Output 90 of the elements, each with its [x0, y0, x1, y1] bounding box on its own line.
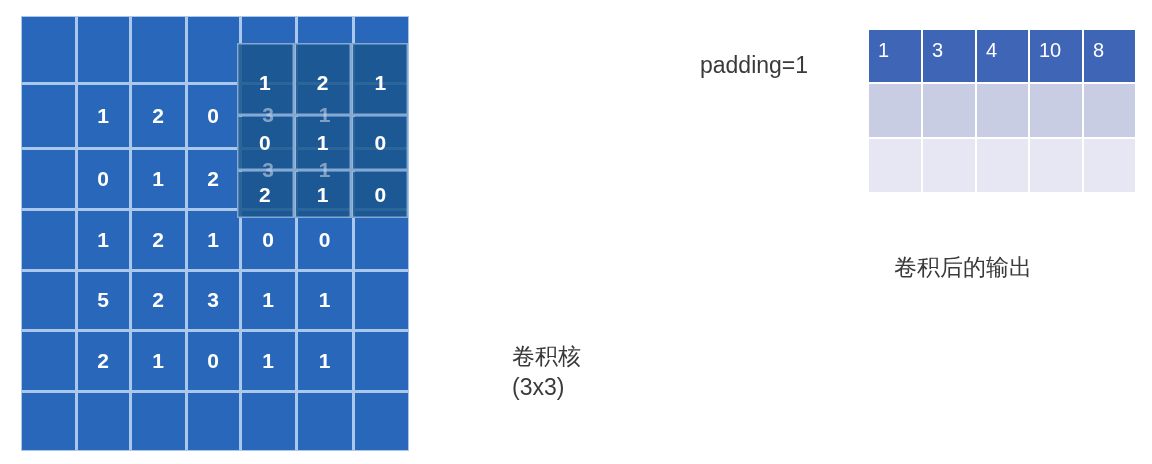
output-value: 10 [1039, 40, 1062, 60]
matrix-value: 1 [207, 229, 219, 250]
kernel-value: 0 [258, 133, 271, 153]
kernel-cell [352, 43, 408, 114]
matrix-cell [297, 392, 352, 450]
matrix-cell [354, 271, 408, 329]
matrix-cell [297, 331, 352, 390]
kernel-value: 1 [258, 73, 271, 93]
matrix-cell [131, 271, 185, 329]
matrix-cell [131, 149, 185, 208]
matrix-cell [22, 392, 75, 450]
matrix-value: 1 [318, 290, 331, 310]
kernel-value: 1 [316, 185, 329, 205]
output-cell [1030, 30, 1082, 82]
matrix-value: 1 [97, 105, 109, 126]
matrix-cell [22, 331, 75, 390]
matrix-value: 3 [207, 290, 219, 310]
matrix-value: 0 [97, 168, 109, 189]
matrix-value: 1 [152, 168, 164, 189]
kernel-value: 2 [316, 73, 329, 93]
matrix-cell [187, 271, 239, 329]
matrix-cell [22, 84, 75, 147]
output-cell [923, 84, 975, 137]
output-value: 1 [878, 40, 890, 60]
matrix-cell [22, 17, 75, 82]
matrix-cell [22, 210, 75, 269]
output-caption: 卷积后的输出 [894, 253, 1032, 282]
matrix-cell [187, 210, 239, 269]
output-cell [869, 84, 921, 137]
matrix-cell [22, 149, 75, 208]
matrix-cell [22, 271, 75, 329]
output-cell [869, 30, 921, 82]
output-cell [977, 139, 1028, 192]
output-cell [1084, 139, 1135, 192]
matrix-value: 5 [97, 290, 109, 310]
matrix-cell [187, 392, 239, 450]
matrix-cell [354, 331, 408, 390]
output-cell [1084, 30, 1135, 82]
output-value: 3 [932, 40, 944, 60]
output-value: 4 [986, 40, 998, 60]
matrix-value: 1 [262, 350, 274, 371]
output-cell [1030, 139, 1082, 192]
matrix-cell [297, 271, 352, 329]
kernel-cell [352, 116, 408, 169]
matrix-cell [131, 392, 185, 450]
kernel-value: 1 [374, 73, 387, 93]
matrix-value: 2 [152, 105, 164, 126]
matrix-value: 0 [318, 229, 331, 250]
matrix-cell [187, 17, 239, 82]
matrix-value: 2 [152, 229, 164, 250]
matrix-cell [241, 271, 295, 329]
kernel-value: 0 [374, 133, 387, 153]
matrix-value: 1 [262, 290, 274, 310]
output-cell [869, 139, 921, 192]
matrix-cell [77, 331, 129, 390]
matrix-value: 1 [152, 350, 164, 371]
output-cell [1030, 84, 1082, 137]
matrix-value: 1 [318, 350, 331, 371]
output-value: 8 [1093, 40, 1105, 60]
matrix-value: 2 [207, 168, 219, 189]
kernel-value: 2 [258, 185, 271, 205]
matrix-value: 2 [152, 290, 164, 310]
output-cell [977, 84, 1028, 137]
matrix-value: 1 [97, 229, 109, 250]
kernel-caption: 卷积核 (3x3) [512, 342, 582, 402]
matrix-cell [131, 84, 185, 147]
matrix-cell [131, 17, 185, 82]
matrix-cell [77, 392, 129, 450]
matrix-cell [187, 331, 239, 390]
kernel-value: 1 [316, 133, 329, 153]
matrix-cell [131, 210, 185, 269]
output-cell [923, 139, 975, 192]
matrix-cell [77, 17, 129, 82]
matrix-value: 0 [262, 229, 274, 250]
matrix-cell [241, 392, 295, 450]
output-cell [923, 30, 975, 82]
kernel-value: 0 [374, 185, 387, 205]
matrix-cell [354, 392, 408, 450]
output-cell [1084, 84, 1135, 137]
matrix-value: 2 [97, 350, 109, 371]
matrix-cell [241, 331, 295, 390]
matrix-cell [77, 84, 129, 147]
matrix-cell [77, 149, 129, 208]
matrix-value: 0 [207, 350, 219, 371]
matrix-cell [131, 331, 185, 390]
output-cell [977, 30, 1028, 82]
matrix-cell [77, 271, 129, 329]
padding-label: padding=1 [700, 51, 809, 80]
matrix-cell [77, 210, 129, 269]
matrix-value: 0 [207, 105, 219, 126]
